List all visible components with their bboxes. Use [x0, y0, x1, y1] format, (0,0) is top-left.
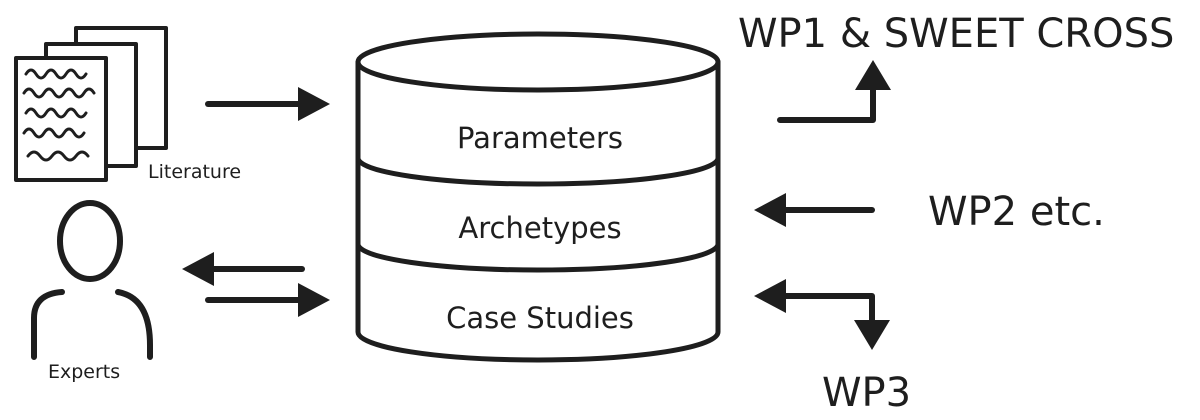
database-layer-archetypes: Archetypes: [458, 211, 621, 245]
scribble-lines: [22, 68, 96, 162]
wp3-database-exchange-arrow: [754, 279, 890, 350]
database-layer-case-studies: Case Studies: [446, 301, 634, 335]
literature-to-database-arrow: [205, 87, 330, 121]
layer-divider-1: [355, 155, 721, 187]
wp2-to-database-arrow: [754, 193, 875, 227]
literature-documents-icon: [14, 26, 168, 182]
layer-divider-2: [355, 241, 721, 273]
wp3-label: WP3: [822, 370, 911, 416]
literature-label: Literature: [148, 161, 241, 183]
wp2-label: WP2 etc.: [928, 189, 1105, 235]
database-to-experts-arrow: [182, 252, 305, 286]
database-to-wp1-arrow: [777, 60, 891, 123]
database-cylinder: [355, 31, 721, 363]
experts-to-database-arrow: [205, 283, 330, 317]
experts-label: Experts: [48, 361, 120, 383]
database-top: [355, 31, 721, 93]
database-layer-parameters: Parameters: [457, 121, 623, 155]
wp1-sweet-cross-label: WP1 & SWEET CROSS: [738, 11, 1174, 57]
expert-person-icon: [31, 200, 153, 360]
